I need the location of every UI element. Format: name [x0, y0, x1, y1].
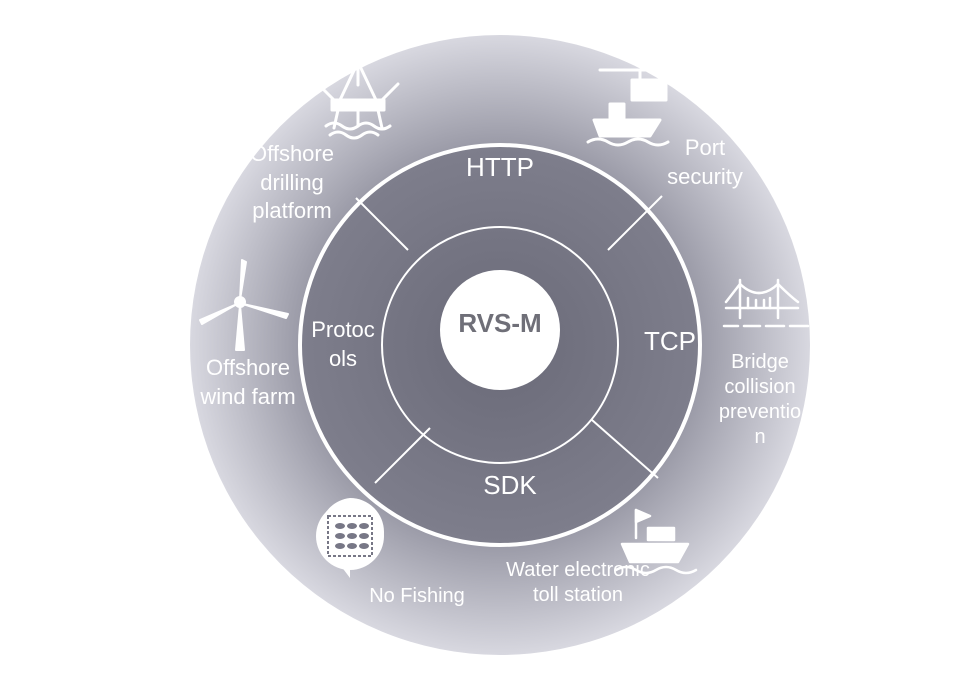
app-label-offshore-drilling: Offshore drilling platform [250, 141, 334, 224]
ring-divider-bottom-left [374, 427, 431, 484]
ring-label-sdk: SDK [483, 470, 537, 500]
app-label-water-toll: Water electronic toll station [506, 559, 650, 606]
oil-rig-icon [316, 48, 400, 140]
app-label-port-security: Port security [667, 135, 743, 189]
toll-ship-icon [614, 508, 698, 575]
center-hub [440, 270, 560, 390]
center-label: RVS-M [458, 308, 542, 338]
ring-label-http: HTTP [466, 152, 534, 182]
port-crane-ship-icon [586, 68, 674, 147]
ring-divider-top-left [355, 197, 409, 251]
ring-divider-bottom-right [591, 419, 659, 479]
bridge-icon [722, 278, 810, 328]
ring-inner-boundary [381, 226, 619, 464]
no-fishing-icon [316, 498, 384, 578]
app-label-offshore-wind-farm: Offshore wind farm [200, 355, 296, 409]
ring-divider-top-right [607, 195, 663, 251]
app-label-no-fishing: No Fishing [369, 585, 465, 607]
app-label-bridge-collision: Bridge collision preventio n [718, 351, 802, 448]
wind-turbine-icon [199, 259, 289, 351]
ring-label-protocols: Protoc ols [311, 317, 375, 371]
ring-label-tcp: TCP [644, 326, 696, 356]
